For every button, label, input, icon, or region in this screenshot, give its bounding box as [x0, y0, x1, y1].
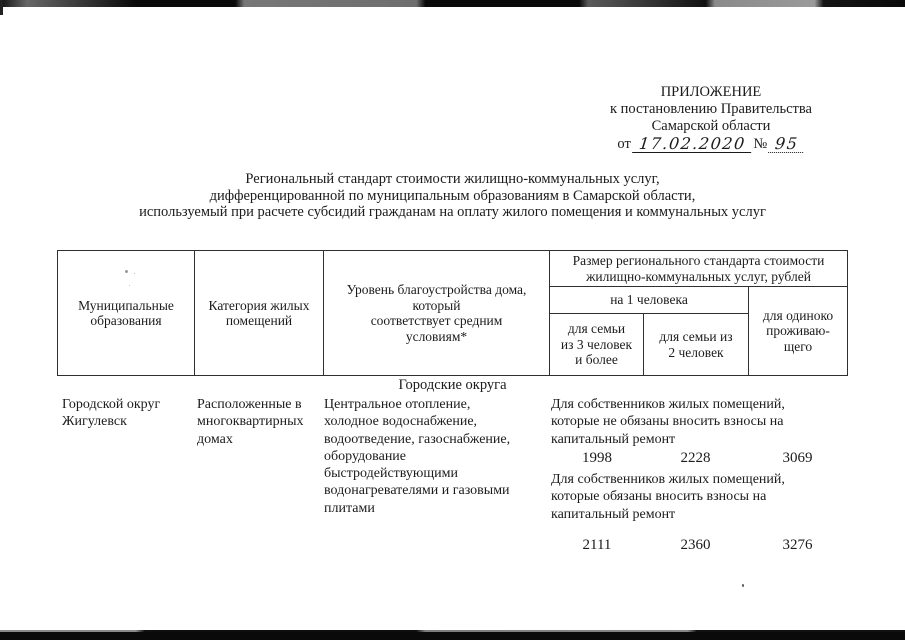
standards-table: Муниципальные образования Категория жилы…	[57, 250, 848, 376]
appendix-block: ПРИЛОЖЕНИЕ к постановлению Правительства…	[555, 84, 867, 153]
appendix-heading: ПРИЛОЖЕНИЕ	[660, 84, 762, 100]
document-title: Региональный стандарт стоимости жилищно-…	[0, 171, 905, 221]
title-line-3: используемый при расчете субсидий гражда…	[139, 204, 766, 220]
value-obliged-single: 3276	[782, 537, 813, 554]
value-exempt-family3: 1998	[582, 449, 612, 466]
scan-artifact-top-band	[0, 0, 905, 7]
scan-artifact-bottom-band	[0, 630, 905, 640]
value-exempt-family2: 2228	[680, 449, 711, 466]
appendix-line-region: Самарской области	[651, 118, 771, 134]
value-exempt-single: 3069	[782, 449, 813, 466]
header-category: Категория жилых помещений	[194, 250, 324, 376]
handwritten-number: 95	[768, 134, 806, 153]
date-prefix: от	[617, 136, 631, 152]
row-category: Расположенные в многоквартирных домах	[197, 397, 304, 447]
scan-artifact-left-tick	[0, 0, 3, 15]
row-amenity-description: Центральное отопление, холодное водоснаб…	[324, 397, 511, 516]
header-amenity-level: Уровень благоустройства дома, который со…	[323, 250, 550, 376]
number-sign: №	[753, 136, 768, 152]
header-municipalities: Муниципальные образования	[57, 250, 195, 376]
handwritten-date: 17.02.2020	[631, 134, 753, 153]
scan-artifact-speck	[742, 584, 744, 587]
header-standard-size: Размер регионального стандарта стоимости…	[549, 250, 848, 287]
note-exempt-owners: Для собственников жилых помещений, котор…	[551, 397, 785, 447]
header-family-3plus: для семьи из 3 человек и более	[549, 313, 644, 376]
section-label-city-districts: Городские округа	[398, 377, 507, 393]
value-obliged-family2: 2360	[680, 537, 711, 554]
values-obliged-row: 2111 2360 3276	[551, 537, 847, 554]
value-obliged-family3: 2111	[582, 537, 612, 554]
row-municipality: Городской округ Жигулевск	[62, 397, 161, 430]
appendix-line-resolution: к постановлению Правительства	[610, 101, 812, 117]
note-obliged-owners: Для собственников жилых помещений, котор…	[551, 472, 785, 522]
header-family-2: для семьи из 2 человек	[643, 313, 749, 376]
title-line-1: Региональный стандарт стоимости жилищно-…	[245, 171, 660, 187]
appendix-date-line: от 17.02.2020 № 95	[555, 134, 867, 153]
header-single-resident: для одиноко проживаю- щего	[748, 286, 848, 376]
values-exempt-row: 1998 2228 3069	[551, 450, 847, 467]
title-line-2: дифференцированной по муниципальным обра…	[209, 187, 696, 204]
row-values-block: Для собственников жилых помещений, котор…	[551, 396, 847, 554]
header-per-person: на 1 человека	[549, 286, 749, 314]
